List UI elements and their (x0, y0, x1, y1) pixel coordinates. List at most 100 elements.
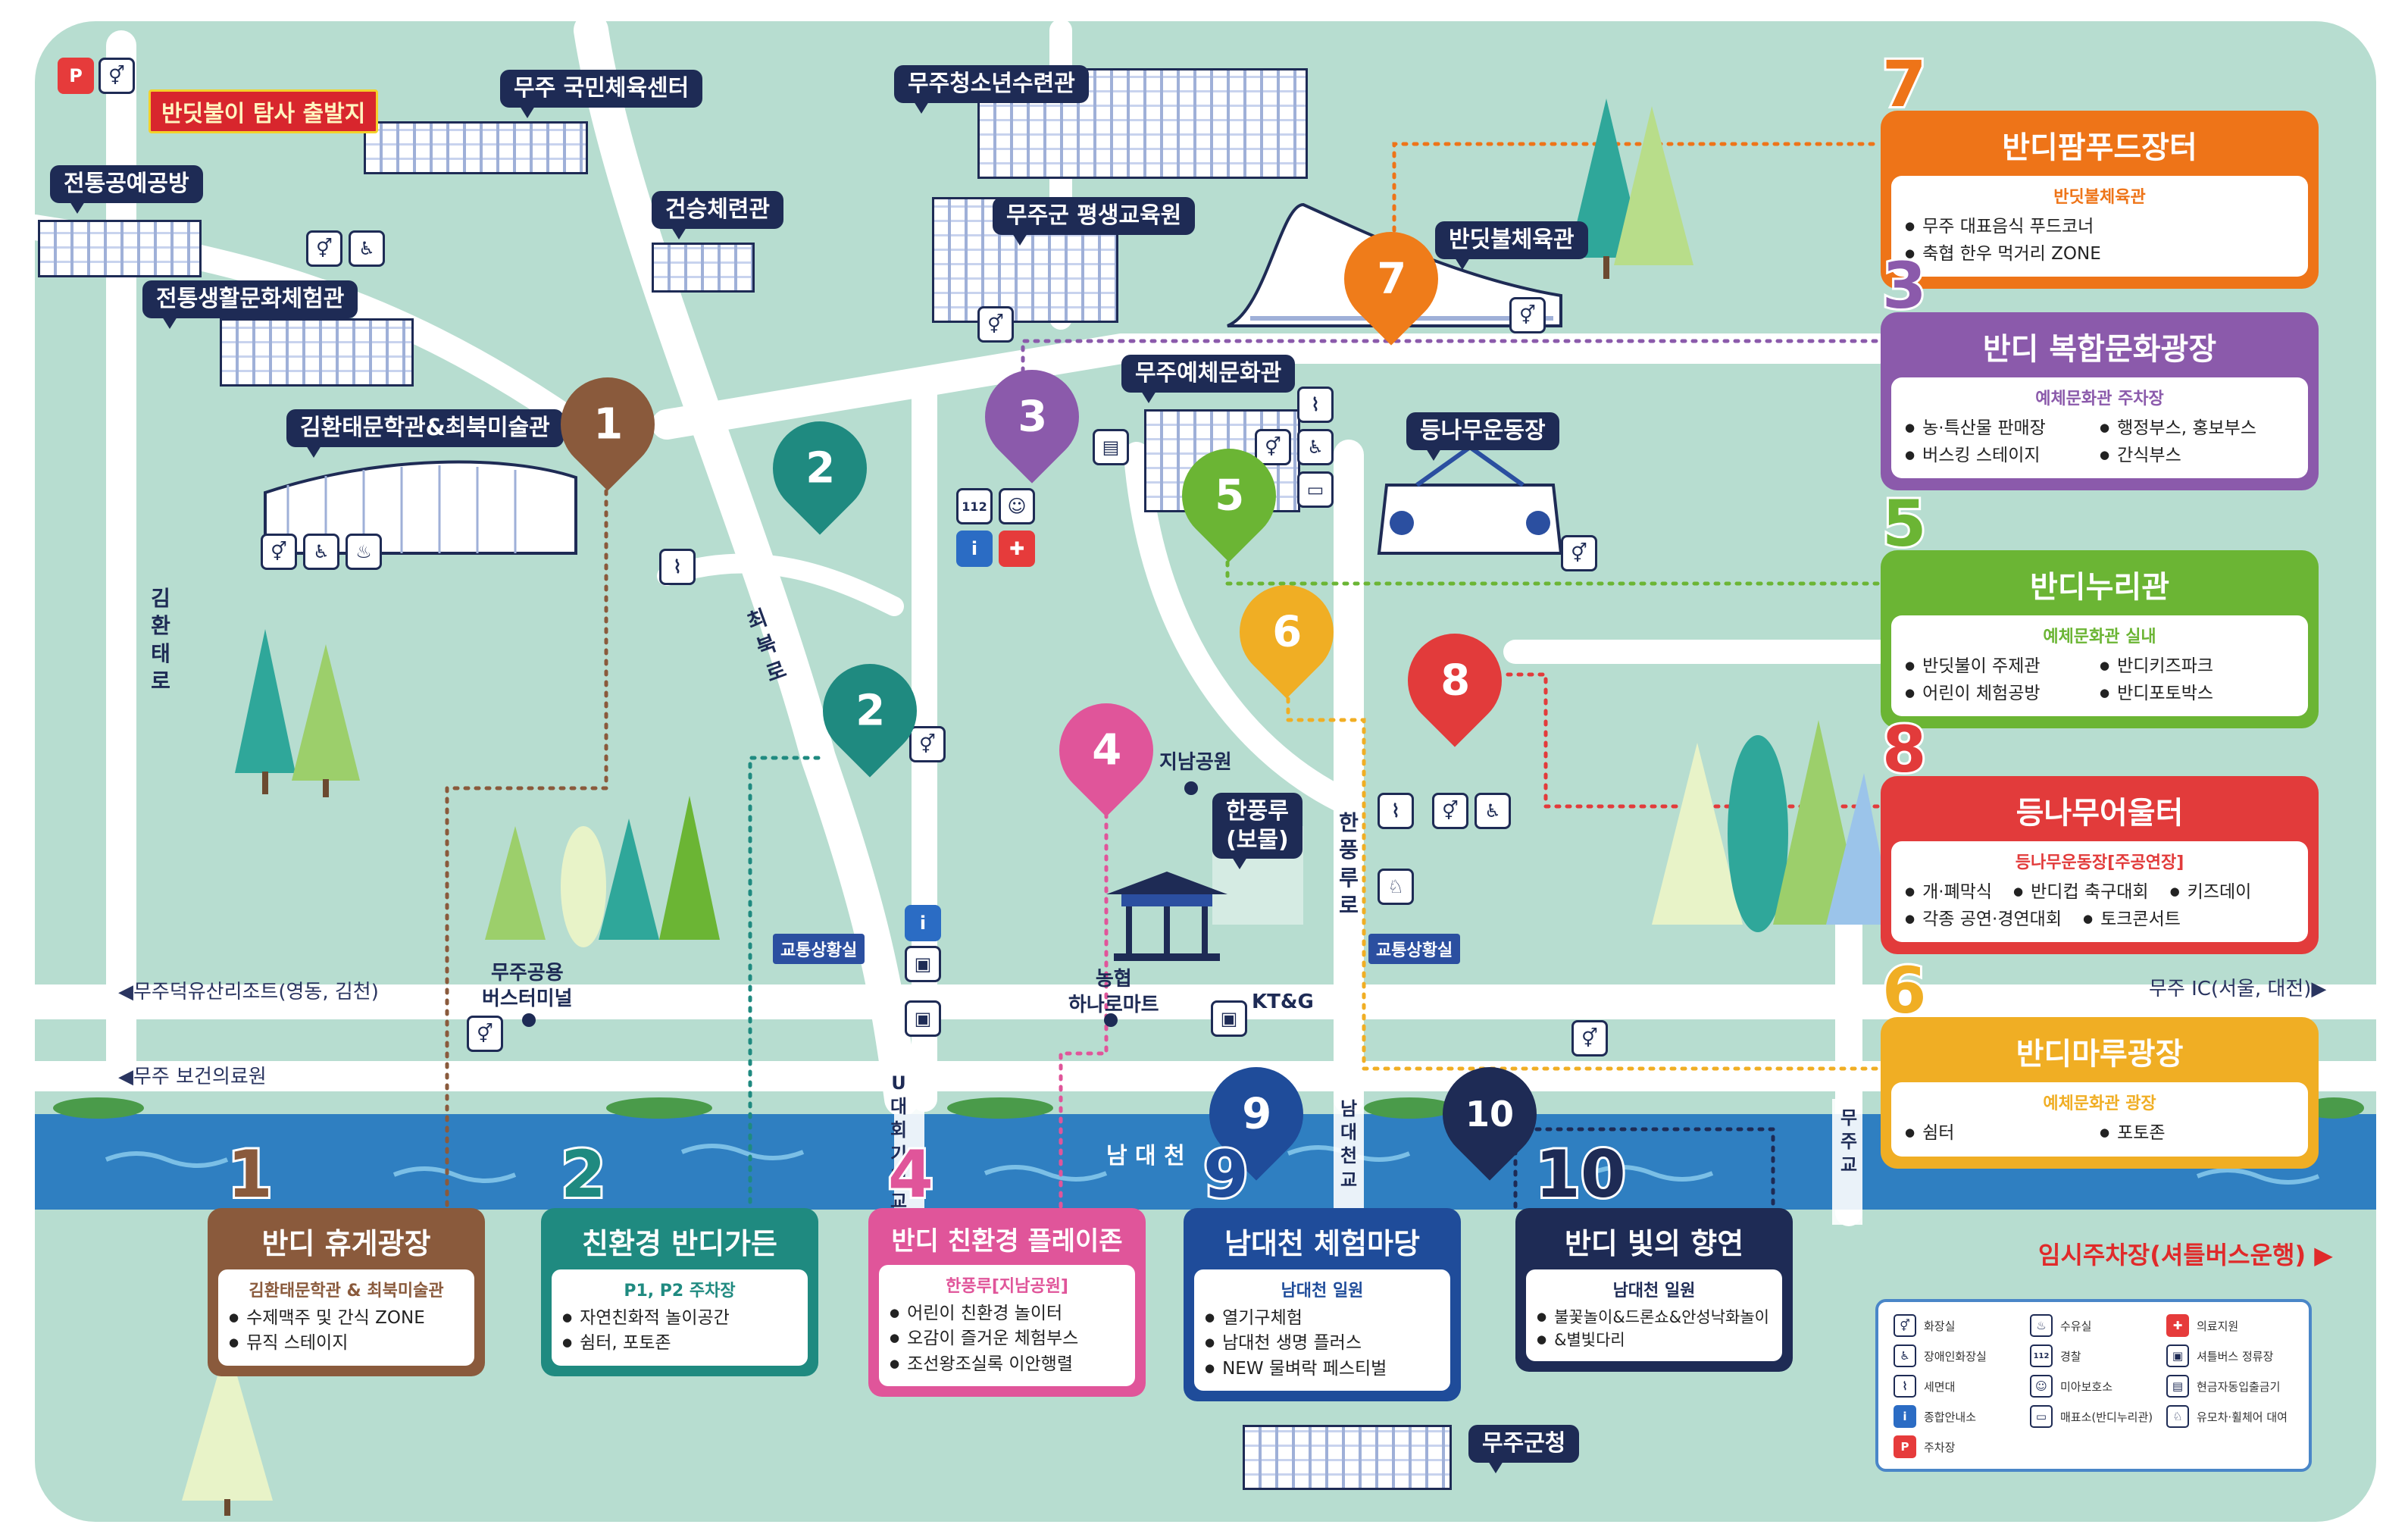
temp-parking-label: 임시주차장(셔틀버스운행) ▶ (2038, 1241, 2333, 1269)
label-county: 무주군청 (1468, 1425, 1580, 1473)
traffic-office-2: 교통상황실 (1368, 934, 1461, 964)
stroller-icon: ♘ (1378, 869, 1414, 905)
card-8[interactable]: 8 등나무어울터 등나무운동장[주공연장] 개·폐막식반디컵 축구대회키즈데이각… (1880, 710, 2319, 955)
card-4[interactable]: 4 반디 친환경 플레이존 한풍루[지남공원] 어린이 친환경 놀이터오감이 즐… (868, 1135, 1146, 1398)
road-kimhwantae: 김환태로 (151, 586, 170, 694)
restroom-icon: ⚥ (1509, 297, 1546, 333)
card-number: 4 (886, 1135, 936, 1215)
card-subtitle: 김환태문학관 & 최북미술관 (249, 1282, 444, 1301)
bus-icon: ▣ (905, 1000, 941, 1037)
card-subtitle: 남대천 일원 (1281, 1282, 1364, 1301)
card-9[interactable]: 9 남대천 체험마당 남대천 일원 열기구체험남대천 생명 플러스NEW 물벼락… (1184, 1135, 1461, 1402)
label-mart: 농협 하나로마트 (1068, 968, 1159, 1016)
pavilion-building (1106, 872, 1227, 961)
restroom-icon: ⚥ (306, 230, 342, 267)
card-1[interactable]: 1 반디 휴게광장 김환태문학관 & 최북미술관 수제맥주 및 간식 ZONE뮤… (208, 1135, 485, 1376)
legend-label: 종합안내소 (1924, 1410, 1977, 1424)
card-subtitle: 예체문화관 주차장 (2035, 390, 2164, 409)
restroom-icon: ⚥ (261, 534, 297, 570)
card-6[interactable]: 6 반디마루광장 예체문화관 광장 쉼터포토존 (1880, 951, 2319, 1169)
card-number: 10 (1533, 1135, 1628, 1215)
restroom-icon: ⚥ (909, 726, 946, 762)
card-title: 반디팜푸드장터 (2002, 130, 2197, 165)
wash-icon: ⌇ (659, 549, 696, 585)
legend-label: 매표소(반디누리관) (2060, 1410, 2153, 1424)
card-subtitle: 남대천 일원 (1612, 1282, 1696, 1301)
card-title: 반디마루광장 (2016, 1037, 2184, 1072)
label-river: 남 대 천 (1106, 1143, 1185, 1169)
label-craft: 전통공예공방 (50, 165, 203, 213)
info-icon: i (1894, 1405, 1916, 1428)
card-item: 어린이 체험공방 (1905, 681, 2100, 708)
bus-icon: ▣ (905, 946, 941, 982)
wash-icon: ⌇ (1378, 793, 1414, 829)
card-item: 개·폐막식 (1905, 879, 1992, 906)
legend-item: ♿장애인화장실 (1894, 1344, 1987, 1367)
card-item: &별빛다리 (1537, 1329, 1772, 1351)
legend-label: 셔틀버스 정류장 (2197, 1349, 2274, 1363)
direction-west-2: ◀무주 보건의료원 (118, 1066, 267, 1088)
card-title: 반디 복합문화광장 (1982, 332, 2217, 367)
card-10[interactable]: 10 반디 빛의 향연 남대천 일원 불꽃놀이&드론쇼&안성낙화놀이&별빛다리 (1515, 1135, 1793, 1372)
namdae-river (35, 1114, 2376, 1210)
card-subtitle: P1, P2 주차장 (624, 1282, 736, 1301)
tree-icon (1568, 99, 1693, 279)
parking-icon: P (58, 58, 94, 94)
legend-label: 미아보호소 (2060, 1379, 2113, 1394)
card-5[interactable]: 5 반디누리관 예체문화관 실내 반딧불이 주제관반디키즈파크어린이 체험공방반… (1880, 484, 2319, 729)
restroom-icon: ⚥ (1255, 429, 1291, 465)
card-item: 수제맥주 및 간식 ZONE (229, 1306, 464, 1331)
card-2[interactable]: 2 친환경 반디가든 P1, P2 주차장 자연친화적 놀이공간쉼터, 포토존 (541, 1135, 818, 1376)
restroom-icon: ⚥ (1561, 535, 1597, 571)
card-subtitle: 예체문화관 광장 (2043, 1094, 2156, 1113)
legend-item: ▭매표소(반디누리관) (2030, 1405, 2153, 1428)
card-item: 축협 한우 먹거리 ZONE (1905, 241, 2101, 268)
card-title: 반디 휴게광장 (261, 1227, 431, 1260)
wheelchair-icon: ♿ (1894, 1344, 1916, 1367)
legend-label: 유모차·휠체어 대여 (2197, 1410, 2288, 1424)
card-title: 반디 친환경 플레이존 (891, 1226, 1123, 1257)
label-arts: 무주예체문화관 (1121, 355, 1296, 402)
atm-icon: ▤ (1093, 429, 1129, 465)
stadium-building (1377, 444, 1563, 555)
card-number: 1 (225, 1135, 275, 1215)
legend-item: ♘ 유모차·휠체어 대여 (2166, 1405, 2288, 1428)
card-7[interactable]: 7 반디팜푸드장터 반딧불체육관 무주 대표음식 푸드코너축협 한우 먹거리 Z… (1880, 45, 2319, 290)
legend-label: 수유실 (2060, 1319, 2092, 1333)
card-3[interactable]: 3 반디 복합문화광장 예체문화관 주차장 농·특산물 판매장행정부스, 홍보부… (1880, 246, 2319, 491)
bus-icon: ▣ (2166, 1344, 2189, 1367)
card-title: 남대천 체험마당 (1224, 1227, 1420, 1260)
info-icon: i (905, 905, 941, 941)
direction-east-1: 무주 IC(서울, 대전)▶ (2149, 978, 2327, 1000)
label-youth: 무주청소년수련관 (894, 65, 1089, 113)
wash-icon: ⌇ (1894, 1375, 1916, 1398)
legend-item: i 종합안내소 (1894, 1405, 1976, 1428)
restroom-icon: ⚥ (1894, 1314, 1916, 1337)
label-stadium: 등나무운동장 (1406, 412, 1559, 460)
card-number: 2 (558, 1135, 608, 1215)
traffic-office-1: 교통상황실 (773, 934, 865, 964)
card-item: 버스킹 스테이지 (1905, 443, 2100, 470)
namdae-bridge-deck (1334, 1099, 1364, 1225)
legend-label: 경찰 (2060, 1349, 2081, 1363)
tree-icon (1652, 720, 1894, 932)
label-pavilion: 한풍루 (보물) (1212, 793, 1303, 869)
stroller-icon: ♘ (2166, 1405, 2189, 1428)
restroom-icon: ⚥ (1432, 793, 1468, 829)
legend-item: ♨수유실 (2030, 1314, 2091, 1337)
card-item: 각종 공연·경연대회 (1905, 906, 2062, 934)
county-building (1243, 1425, 1452, 1490)
culture-exp-building (220, 318, 414, 387)
legend-item: ▣ 셔틀버스 정류장 (2166, 1344, 2273, 1367)
card-title: 등나무어울터 (2016, 796, 2184, 831)
card-item: 무주 대표음식 푸드코너 (1905, 214, 2094, 241)
card-subtitle: 등나무운동장[주공연장] (2015, 853, 2184, 872)
card-item: 간식부스 (2100, 443, 2294, 470)
restroom-icon: ⚥ (1571, 1020, 1608, 1056)
card-subtitle: 반딧불체육관 (2053, 188, 2146, 207)
tree-icon (182, 1341, 273, 1516)
label-bandi-gym: 반딧불체육관 (1435, 221, 1588, 269)
label-park: 지남공원 (1159, 751, 1232, 774)
